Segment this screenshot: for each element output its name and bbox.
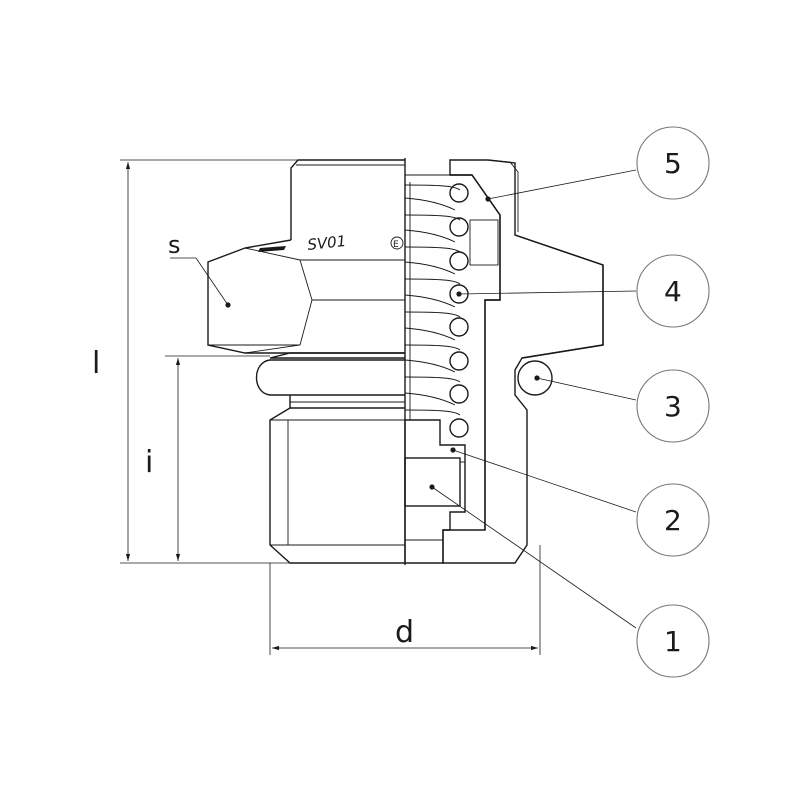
body-section <box>442 159 604 564</box>
callout-balloon-2: 2 <box>636 483 710 557</box>
dim-label-l: l <box>92 346 100 381</box>
seal-insert <box>404 457 461 507</box>
dimensions <box>120 159 541 655</box>
callout-balloon-3: 3 <box>636 369 710 443</box>
dim-label-s: s <box>168 231 181 259</box>
dim-label-d: d <box>395 615 414 650</box>
callout-leaders <box>429 169 637 629</box>
o-ring-section <box>517 360 553 396</box>
engraving-text: SV01 <box>307 232 348 254</box>
svg-text:5: 5 <box>664 147 682 180</box>
ce-mark-icon: E <box>390 236 404 250</box>
svg-text:3: 3 <box>664 390 682 423</box>
logo-mark-icon <box>258 246 286 252</box>
svg-text:E: E <box>393 240 399 250</box>
svg-text:1: 1 <box>664 625 682 658</box>
piston <box>404 419 466 564</box>
callout-balloon-4: 4 <box>636 254 710 328</box>
section-view <box>404 159 604 564</box>
exterior-view: SV01 E <box>207 158 406 565</box>
callout-balloon-1: 1 <box>636 604 710 678</box>
spring <box>404 182 469 438</box>
svg-text:4: 4 <box>664 275 682 308</box>
svg-text:2: 2 <box>664 504 682 537</box>
dim-label-i: i <box>145 445 153 480</box>
callout-balloon-5: 5 <box>636 126 710 200</box>
